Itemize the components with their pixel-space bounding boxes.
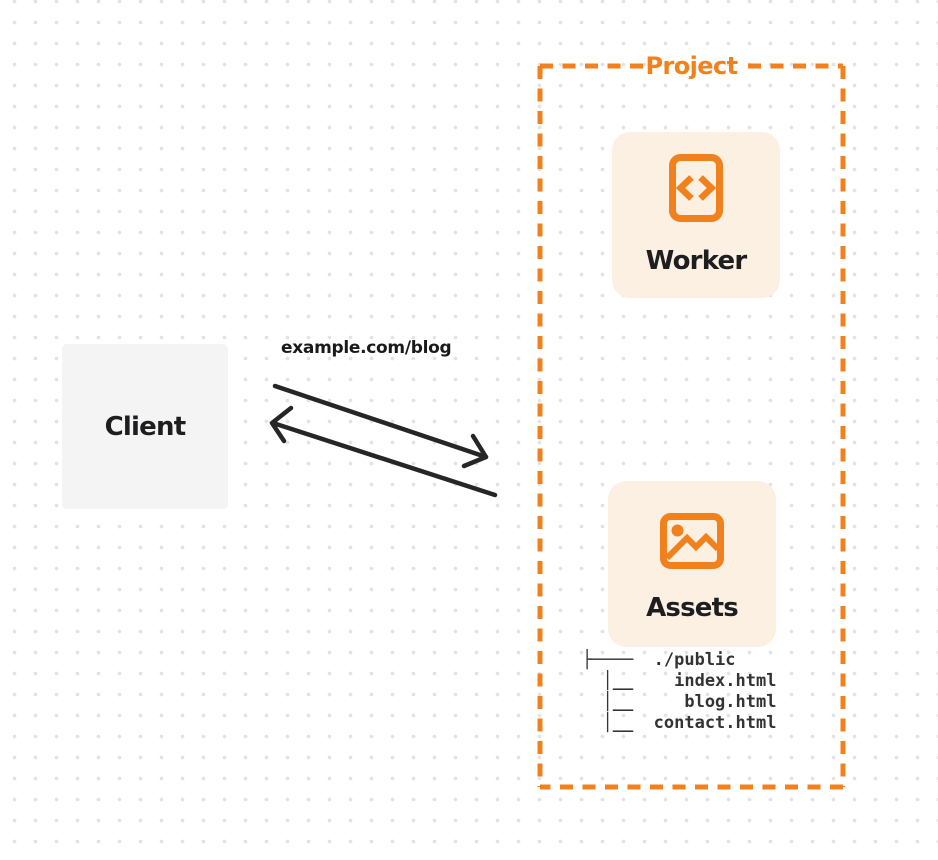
client-label: Client xyxy=(104,411,186,442)
image-icon xyxy=(660,513,724,569)
worker-node: Worker xyxy=(612,132,780,298)
assets-node: Assets xyxy=(608,481,776,647)
worker-label: Worker xyxy=(645,246,747,276)
project-label: Project xyxy=(645,52,739,80)
code-document-icon xyxy=(669,154,723,222)
request-url-label: example.com/blog xyxy=(281,338,452,358)
assets-file-tree: ├──── ./public │__ index.html │__ blog.h… xyxy=(582,650,777,733)
assets-label: Assets xyxy=(646,593,739,623)
client-node: Client xyxy=(62,344,228,509)
